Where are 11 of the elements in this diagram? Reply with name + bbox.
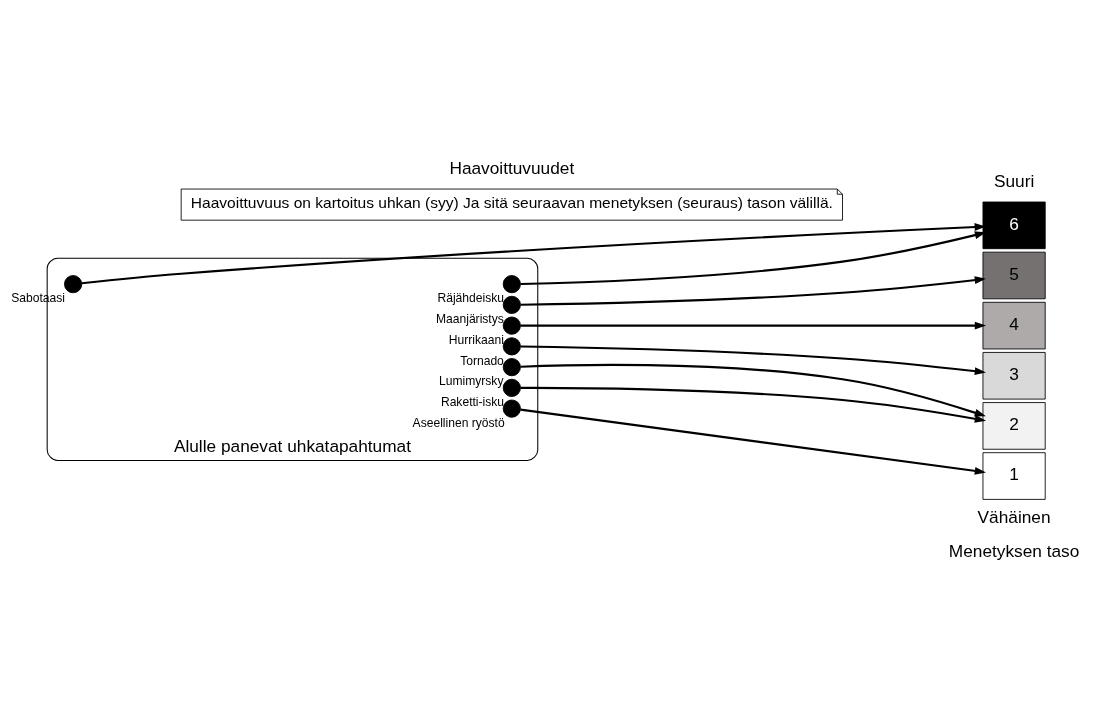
label: Haavoittuvuudet — [449, 157, 575, 178]
node-label: Tornado — [460, 353, 504, 368]
node-label: Raketti-isku — [440, 394, 505, 409]
node-label: Maanjäristys — [435, 311, 504, 326]
label: Vähäinen — [977, 506, 1051, 527]
node-label: Räjähdeisku — [437, 290, 505, 305]
node-label: Lumimyrsky — [438, 373, 504, 388]
node-label: Aseellinen ryöstö — [412, 415, 505, 430]
label: Menetyksen taso — [948, 540, 1080, 561]
node-label: Hurrikaani — [448, 332, 504, 347]
label: Suuri — [993, 170, 1035, 191]
